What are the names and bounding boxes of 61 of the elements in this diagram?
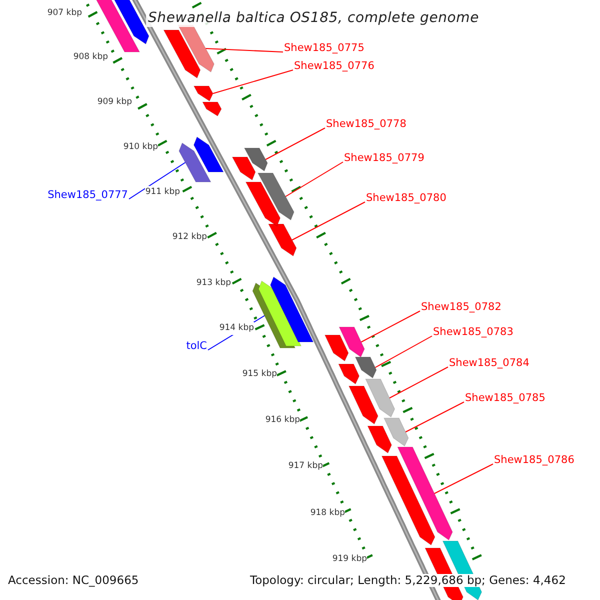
gene-segment [384,418,409,446]
gene-label: Shew185_0777 [48,189,128,202]
scale-label: 907 kbp [47,7,82,20]
leader-line [292,202,366,240]
genome-stats-text: Topology: circular; Length: 5,229,686 bp; Genes: 4,462 [250,574,566,587]
leader-line [374,336,432,368]
gene-segment [94,0,140,52]
gene-label: Shew185_0785 [465,392,546,405]
scale-label: 915 kbp [242,368,277,381]
scale-label: 919 kbp [332,553,367,566]
gene-segment [397,446,453,540]
gene-segment [178,24,214,72]
gene-segment [367,426,392,454]
gene-segment [257,172,294,220]
leader-line [389,366,448,398]
accession-text: Accession: NC_009665 [8,574,139,587]
scale-label: 918 kbp [310,507,345,520]
gene-label: Shew185_0776 [294,60,374,73]
gene-segment [268,224,297,256]
scale-label: 916 kbp [265,414,300,427]
gene-segment [178,142,212,182]
gene-segment [348,386,378,424]
gene-label: Shew185_0783 [433,326,514,339]
scale-label: 912 kbp [172,231,207,244]
gene-segment [232,156,256,180]
scale-label: 910 kbp [123,141,158,154]
leader-line [285,162,344,197]
gene-segment [163,30,201,78]
leader-line [360,310,420,342]
gene-segment [354,356,377,378]
leader-line [205,48,284,52]
gene-label: Shew185_0784 [449,357,530,370]
gene-segment [193,86,214,102]
map-title: Shewanella baltica OS185, complete genome [146,10,482,27]
gene-segment [338,326,365,358]
scale-label: 911 kbp [145,186,180,199]
gene-label: Shew185_0779 [344,152,424,165]
scale-label: 913 kbp [196,277,231,290]
gene-label: Shew185_0782 [421,301,502,314]
gene-label: Shew185_0786 [494,454,574,467]
gene-label: tolC [186,340,207,353]
gene-segment [245,182,281,226]
leader-line [405,402,464,432]
gene-segment [365,378,396,418]
scale-label: 914 kbp [219,322,254,335]
gene-segment [338,364,360,384]
gene-segment [193,136,224,172]
scale-label: 917 kbp [288,460,323,473]
gene-label: Shew185_0778 [326,118,406,131]
gene-segment [202,102,222,116]
scale-label: 909 kbp [97,96,132,109]
leader-line [128,162,186,200]
leader-line [212,70,294,94]
leader-line [265,128,326,160]
gene-segment [324,334,349,362]
gene-label: Shew185_0780 [366,192,446,205]
gene-segment [381,456,436,546]
gene-segment [244,148,268,172]
scale-label: 908 kbp [73,51,108,64]
leader-line [434,464,494,494]
gene-label: Shew185_0775 [284,42,364,55]
